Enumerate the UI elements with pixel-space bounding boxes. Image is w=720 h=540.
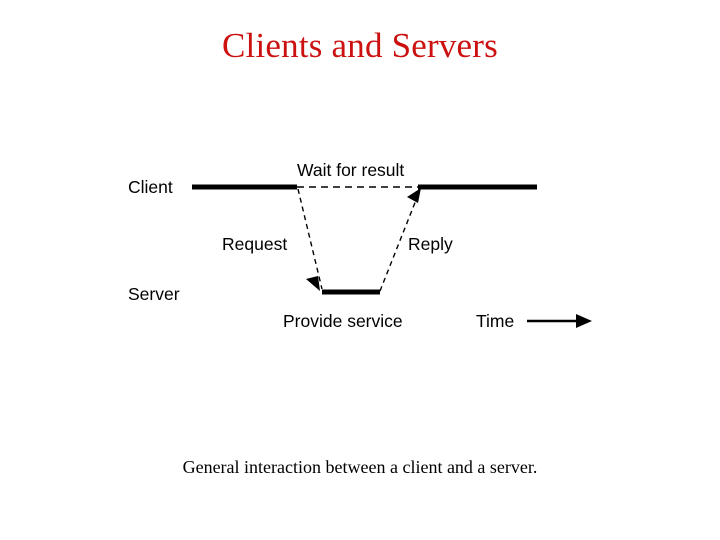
time-axis-label: Time [476, 311, 514, 331]
actor-label-server: Server [128, 284, 180, 304]
diagram-svg: Client Server Wait for result Request Re… [128, 160, 592, 331]
time-axis-arrowhead [576, 314, 592, 328]
message-label-reply: Reply [408, 234, 453, 254]
interval-label-wait: Wait for result [297, 160, 404, 180]
actor-label-client: Client [128, 177, 173, 197]
client-server-diagram: Client Server Wait for result Request Re… [100, 145, 620, 350]
reply-arrowhead [407, 188, 421, 203]
interval-label-provide: Provide service [283, 311, 403, 331]
request-arrowhead [306, 276, 320, 291]
page-title: Clients and Servers [222, 26, 498, 65]
reply-message-line [379, 189, 421, 292]
message-label-request: Request [222, 234, 287, 254]
request-message-line [297, 188, 323, 290]
figure-caption: General interaction between a client and… [182, 457, 538, 477]
